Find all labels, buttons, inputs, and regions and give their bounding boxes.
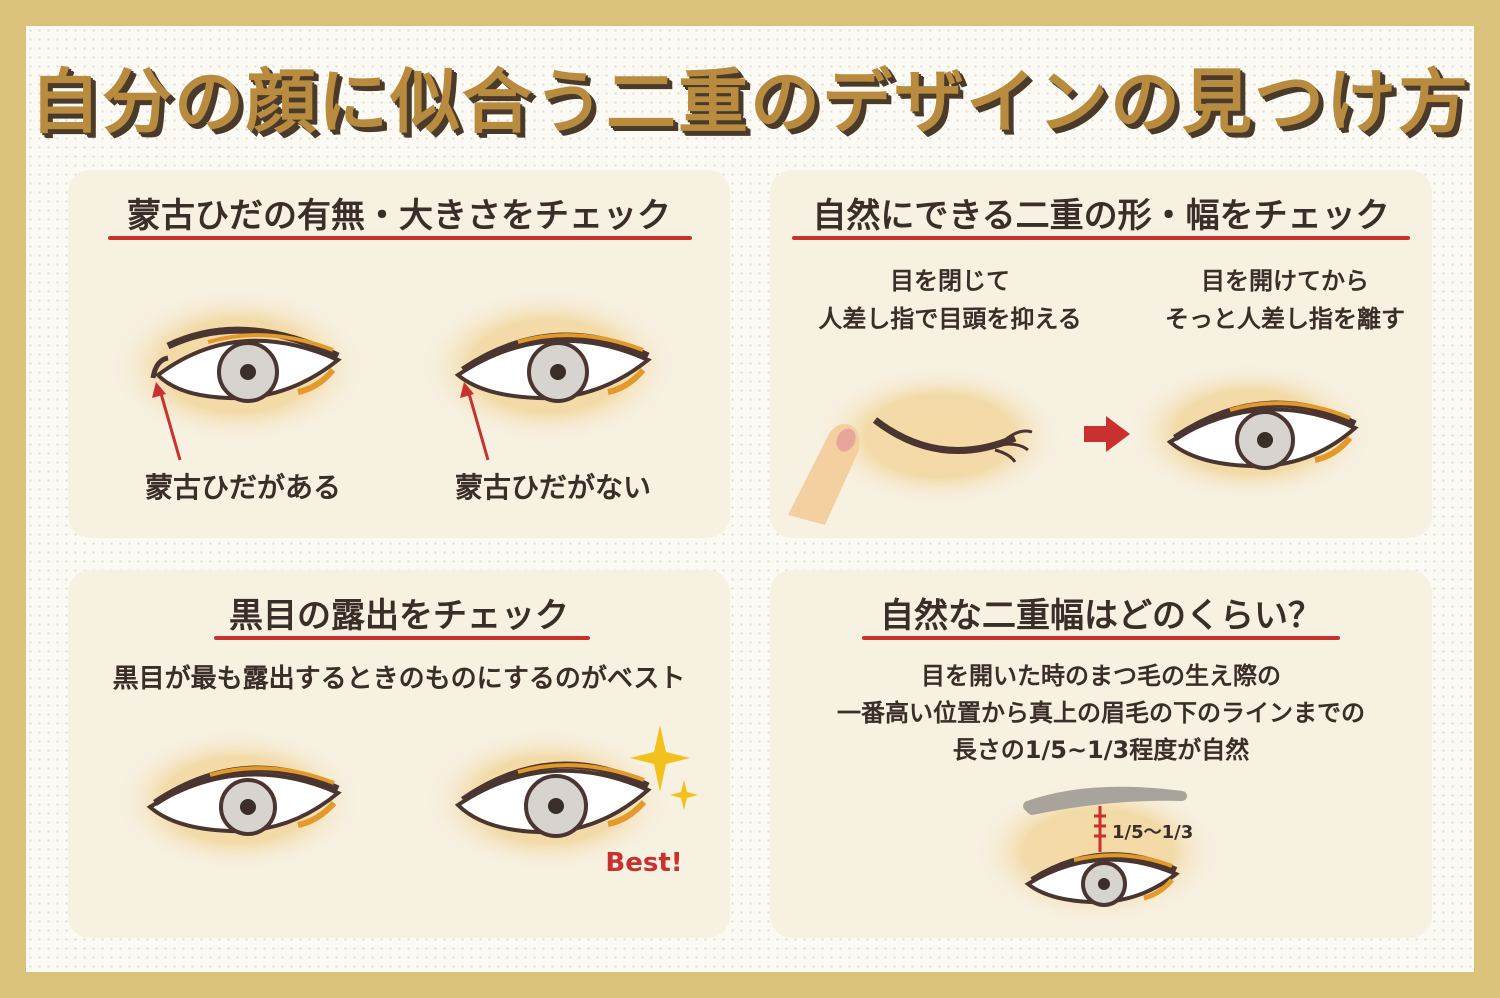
panel-natural-fold: 自然にできる二重の形・幅をチェック 目を閉じて 人差し指で目頭を抑える 目を開け… <box>770 170 1432 538</box>
eye-icon <box>150 326 342 403</box>
finger-icon <box>788 423 860 525</box>
panel-title: 自然にできる二重の形・幅をチェック <box>812 196 1390 236</box>
measure-icon <box>1094 806 1106 852</box>
eye-icon <box>1024 852 1180 907</box>
step2-text: 目を開けてから そっと人差し指を離す <box>1165 267 1405 333</box>
title-underline <box>862 636 1340 640</box>
width-description: 目を開いた時のまつ毛の生え際の 一番高い位置から真上の眉毛の下のラインまでの 長… <box>837 662 1365 764</box>
panel-iris-exposure: 黒目の露出をチェック 黒目が最も露出するときのものにするのがベスト Best! <box>68 570 730 938</box>
title-underline <box>214 636 590 640</box>
iris-illustrations <box>113 725 698 872</box>
closed-eye-icon <box>872 417 1033 463</box>
eye-icon <box>454 761 652 838</box>
panel-mongolian-fold: 蒙古ひだの有無・大きさをチェック <box>68 170 730 538</box>
panel-title: 蒙古ひだの有無・大きさをチェック <box>127 196 671 236</box>
label-without-fold: 蒙古ひだがない <box>454 471 651 504</box>
eye-icon <box>1166 400 1359 470</box>
skin-glow <box>815 366 1065 506</box>
label-with-fold: 蒙古ひだがある <box>144 471 341 504</box>
eye-icon <box>454 332 652 403</box>
ratio-label: 1/5～1/3 <box>1112 822 1194 843</box>
title-underline <box>792 236 1410 240</box>
panel-natural-width: 自然な二重幅はどのくらい？ 目を開いた時のまつ毛の生え際の 一番高い位置から真上… <box>770 570 1432 938</box>
width-illustration <box>973 780 1223 924</box>
eyebrow-icon <box>1023 786 1187 815</box>
step1-text: 目を閉じて 人差し指で目頭を抑える <box>818 267 1082 333</box>
fold-illustrations <box>788 362 1375 525</box>
page-title: 自分の顔に似合う二重のデザインの見つけ方 <box>30 61 1470 143</box>
sparkle-icon <box>630 725 698 810</box>
title-underline <box>108 236 692 240</box>
eye-icon <box>146 765 342 836</box>
eye-illustrations <box>108 288 678 461</box>
panel-title: 自然な二重幅はどのくらい？ <box>880 596 1322 636</box>
iris-description: 黒目が最も露出するときのものにするのがベスト <box>112 664 686 694</box>
arrow-icon <box>152 382 490 461</box>
panel-title: 黒目の露出をチェック <box>229 596 569 636</box>
best-label: Best! <box>605 848 683 878</box>
arrow-right-icon <box>1084 416 1130 452</box>
